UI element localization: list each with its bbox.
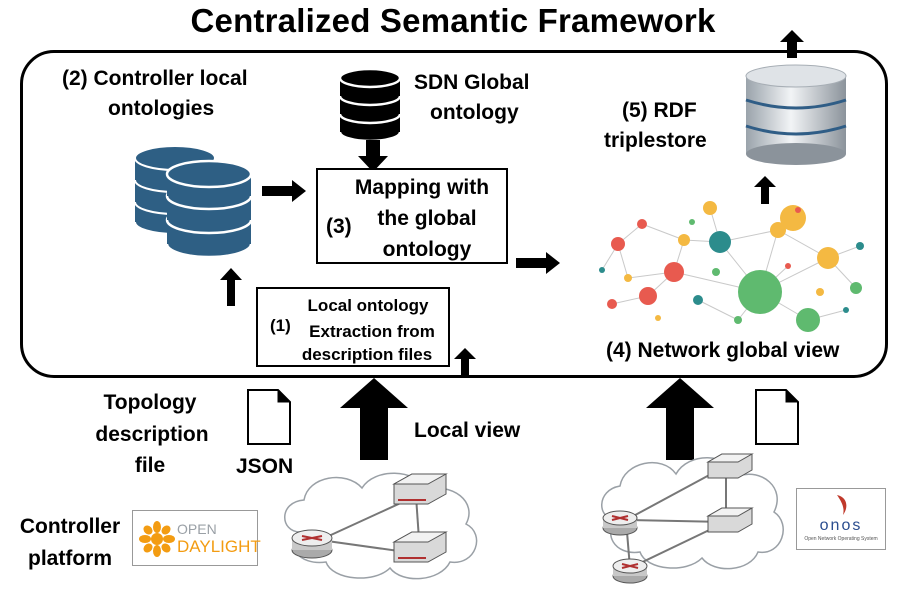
step-number: (2) [62,67,88,90]
network-cloud-image [601,453,784,584]
sdn-global-line2: ontology [430,101,519,124]
switch-icon [392,531,448,563]
router-icon [602,510,638,536]
sdn-global-line1: SDN Global [414,71,530,94]
network-graph-image [599,201,864,332]
up-arrow [220,268,242,306]
database-icon [338,67,402,143]
network-global-view-label: (4) Network global view [606,339,840,362]
controller-local-line1: Controller local [93,67,248,90]
onos-name: onos [819,517,863,534]
router-icon [291,529,333,559]
output-arrow [780,30,804,58]
mapping-line3: ontology [382,238,472,261]
controller-platform-line1: Controller [19,515,121,538]
mapping-box [316,168,508,264]
network-view-arrow [646,378,714,460]
right-arrow [516,252,560,274]
topology-line1: Topology [103,391,197,414]
mapping-line1: Mapping with [354,176,490,199]
topology-line3: file [134,454,166,477]
file-icon [247,389,291,445]
extraction-box [256,287,450,367]
up-arrow [454,348,476,376]
database-icon [134,145,253,259]
triplestore-line2: triplestore [604,129,707,152]
triplestore-line1: (5) RDF [622,99,697,122]
extraction-step-number: (1) [270,316,291,335]
triplestore-database-icon [745,64,847,165]
mapping-line2: the global [377,207,477,230]
framework-frame [20,50,888,378]
onos-bird-icon [837,495,847,515]
controller-platform-line2: platform [28,547,112,570]
down-arrow [358,140,388,172]
diagram-title: Centralized Semantic Framework [190,2,716,39]
extraction-line3: description files [301,345,433,364]
extraction-line1: Local ontology [307,296,429,315]
extraction-line2: Extraction from [309,322,435,341]
topology-line2: description [95,423,209,446]
opendaylight-line1: OPEN [177,521,217,537]
right-arrow [262,180,306,202]
file-icon [755,389,799,445]
switch-icon [706,507,754,533]
onos-logo: onos Open Network Operating System [796,488,886,550]
mapping-step-number: (3) [326,215,352,238]
controller-local-line2: ontologies [108,97,215,120]
onos-subtitle: Open Network Operating System [804,536,878,542]
opendaylight-logo: OPEN DAYLIGHT [132,510,261,566]
controller-local-label: (2) Controller local [62,66,248,92]
up-arrow [754,176,776,204]
router-icon [612,558,648,584]
local-view-arrow [340,378,408,460]
switch-icon [706,453,754,479]
json-label: JSON [236,455,294,478]
opendaylight-line2: DAYLIGHT [177,537,261,556]
daylight-flower-icon [139,521,175,557]
network-cloud-image [284,472,478,580]
switch-icon [392,473,448,505]
local-view-label: Local view [414,419,521,442]
